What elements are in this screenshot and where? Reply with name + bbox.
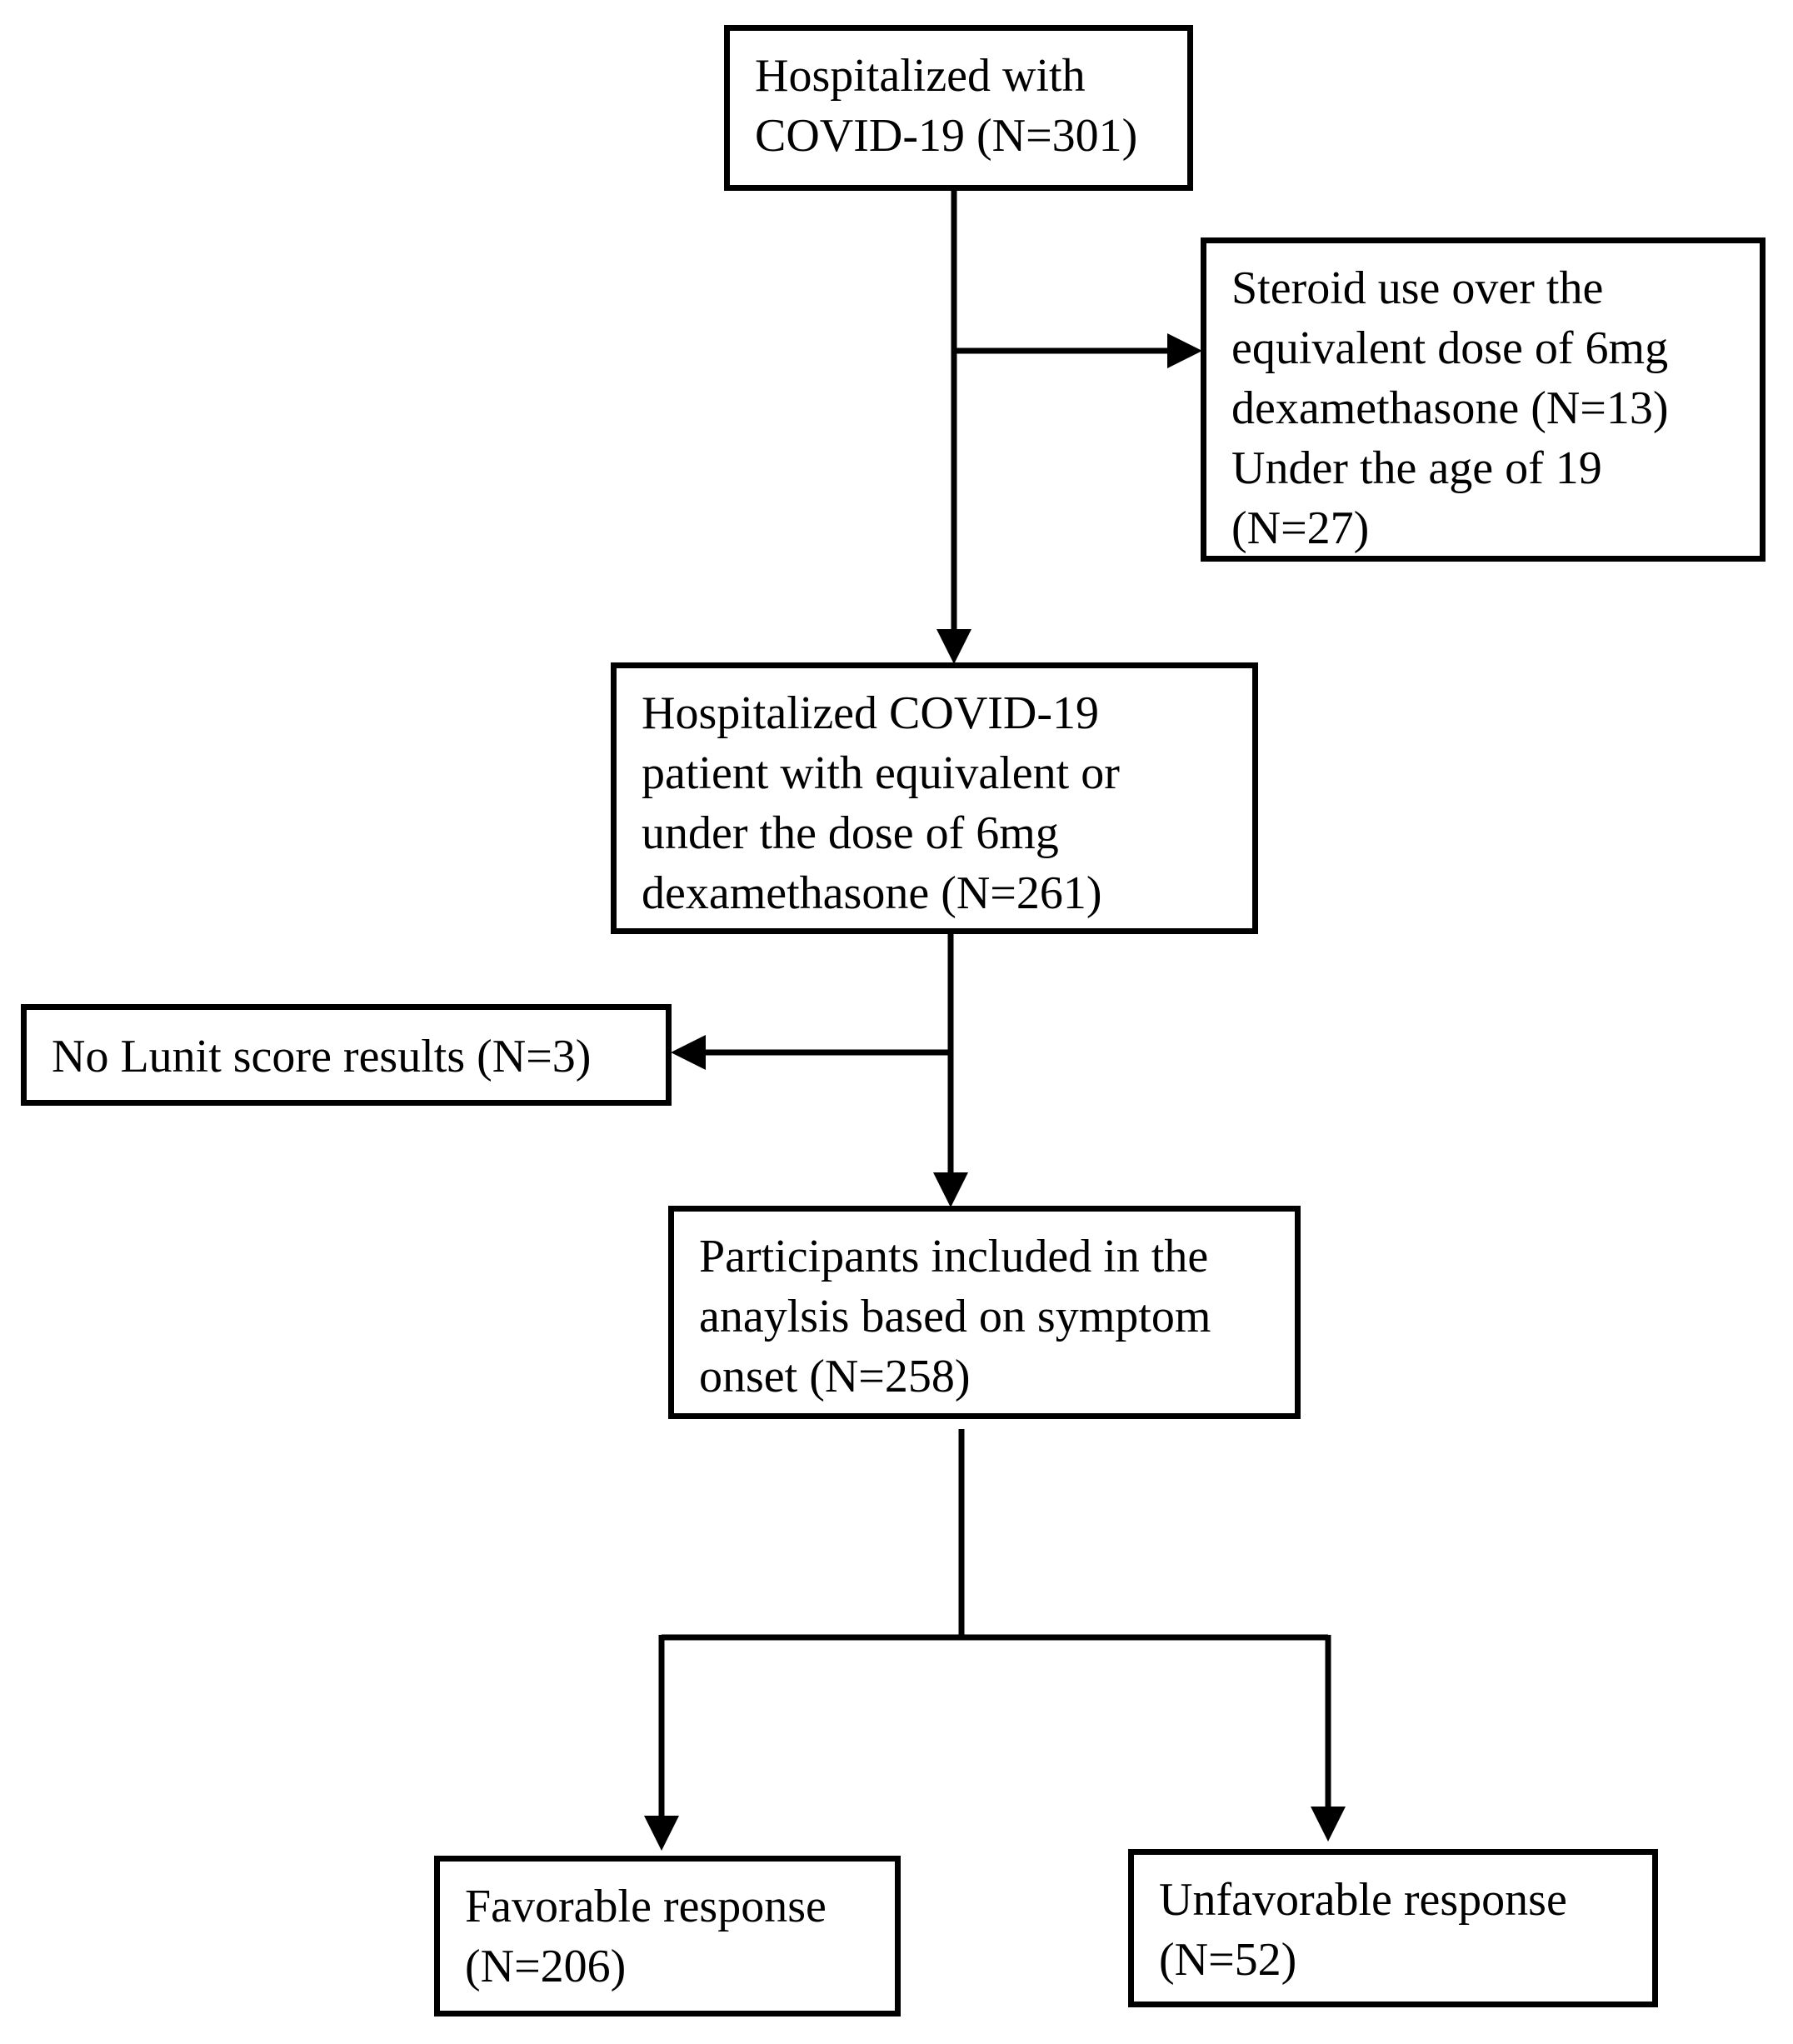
box-text-line: Hospitalized COVID-19 bbox=[642, 687, 1100, 739]
box-hospitalized: Hospitalized with COVID-19 (N=301) bbox=[724, 25, 1193, 191]
box-text-line: Favorable response bbox=[465, 1881, 827, 1932]
box-text-line: Unfavorable response bbox=[1159, 1874, 1567, 1926]
box-text-line: Steroid use over the bbox=[1231, 262, 1604, 314]
box-included: Participants included in the anaylsis ba… bbox=[668, 1206, 1301, 1419]
box-text-line: (N=27) bbox=[1231, 502, 1370, 554]
box-text-line: COVID-19 (N=301) bbox=[755, 110, 1138, 162]
box-text-line: under the dose of 6mg bbox=[642, 807, 1059, 859]
box-text-line: Under the age of 19 bbox=[1231, 442, 1602, 494]
box-text-line: No Lunit score results (N=3) bbox=[52, 1031, 592, 1082]
box-text-line: Hospitalized with bbox=[755, 50, 1086, 102]
box-text-line: dexamethasone (N=13) bbox=[1231, 382, 1669, 434]
box-eligible: Hospitalized COVID-19 patient with equiv… bbox=[611, 662, 1258, 934]
box-text-line: (N=206) bbox=[465, 1941, 627, 1992]
box-unfavorable: Unfavorable response (N=52) bbox=[1128, 1849, 1658, 2007]
box-excluded-steroid-age: Steroid use over the equivalent dose of … bbox=[1201, 237, 1766, 562]
box-text-line: (N=52) bbox=[1159, 1934, 1297, 1986]
box-text-line: equivalent dose of 6mg bbox=[1231, 322, 1669, 374]
box-text-line: patient with equivalent or bbox=[642, 747, 1120, 799]
box-text-line: Participants included in the bbox=[699, 1231, 1209, 1282]
box-excluded-lunit: No Lunit score results (N=3) bbox=[21, 1004, 672, 1106]
box-text-line: dexamethasone (N=261) bbox=[642, 867, 1102, 919]
box-text-line: anaylsis based on symptom bbox=[699, 1291, 1211, 1342]
box-text-line: onset (N=258) bbox=[699, 1351, 971, 1402]
box-favorable: Favorable response (N=206) bbox=[434, 1856, 901, 2017]
